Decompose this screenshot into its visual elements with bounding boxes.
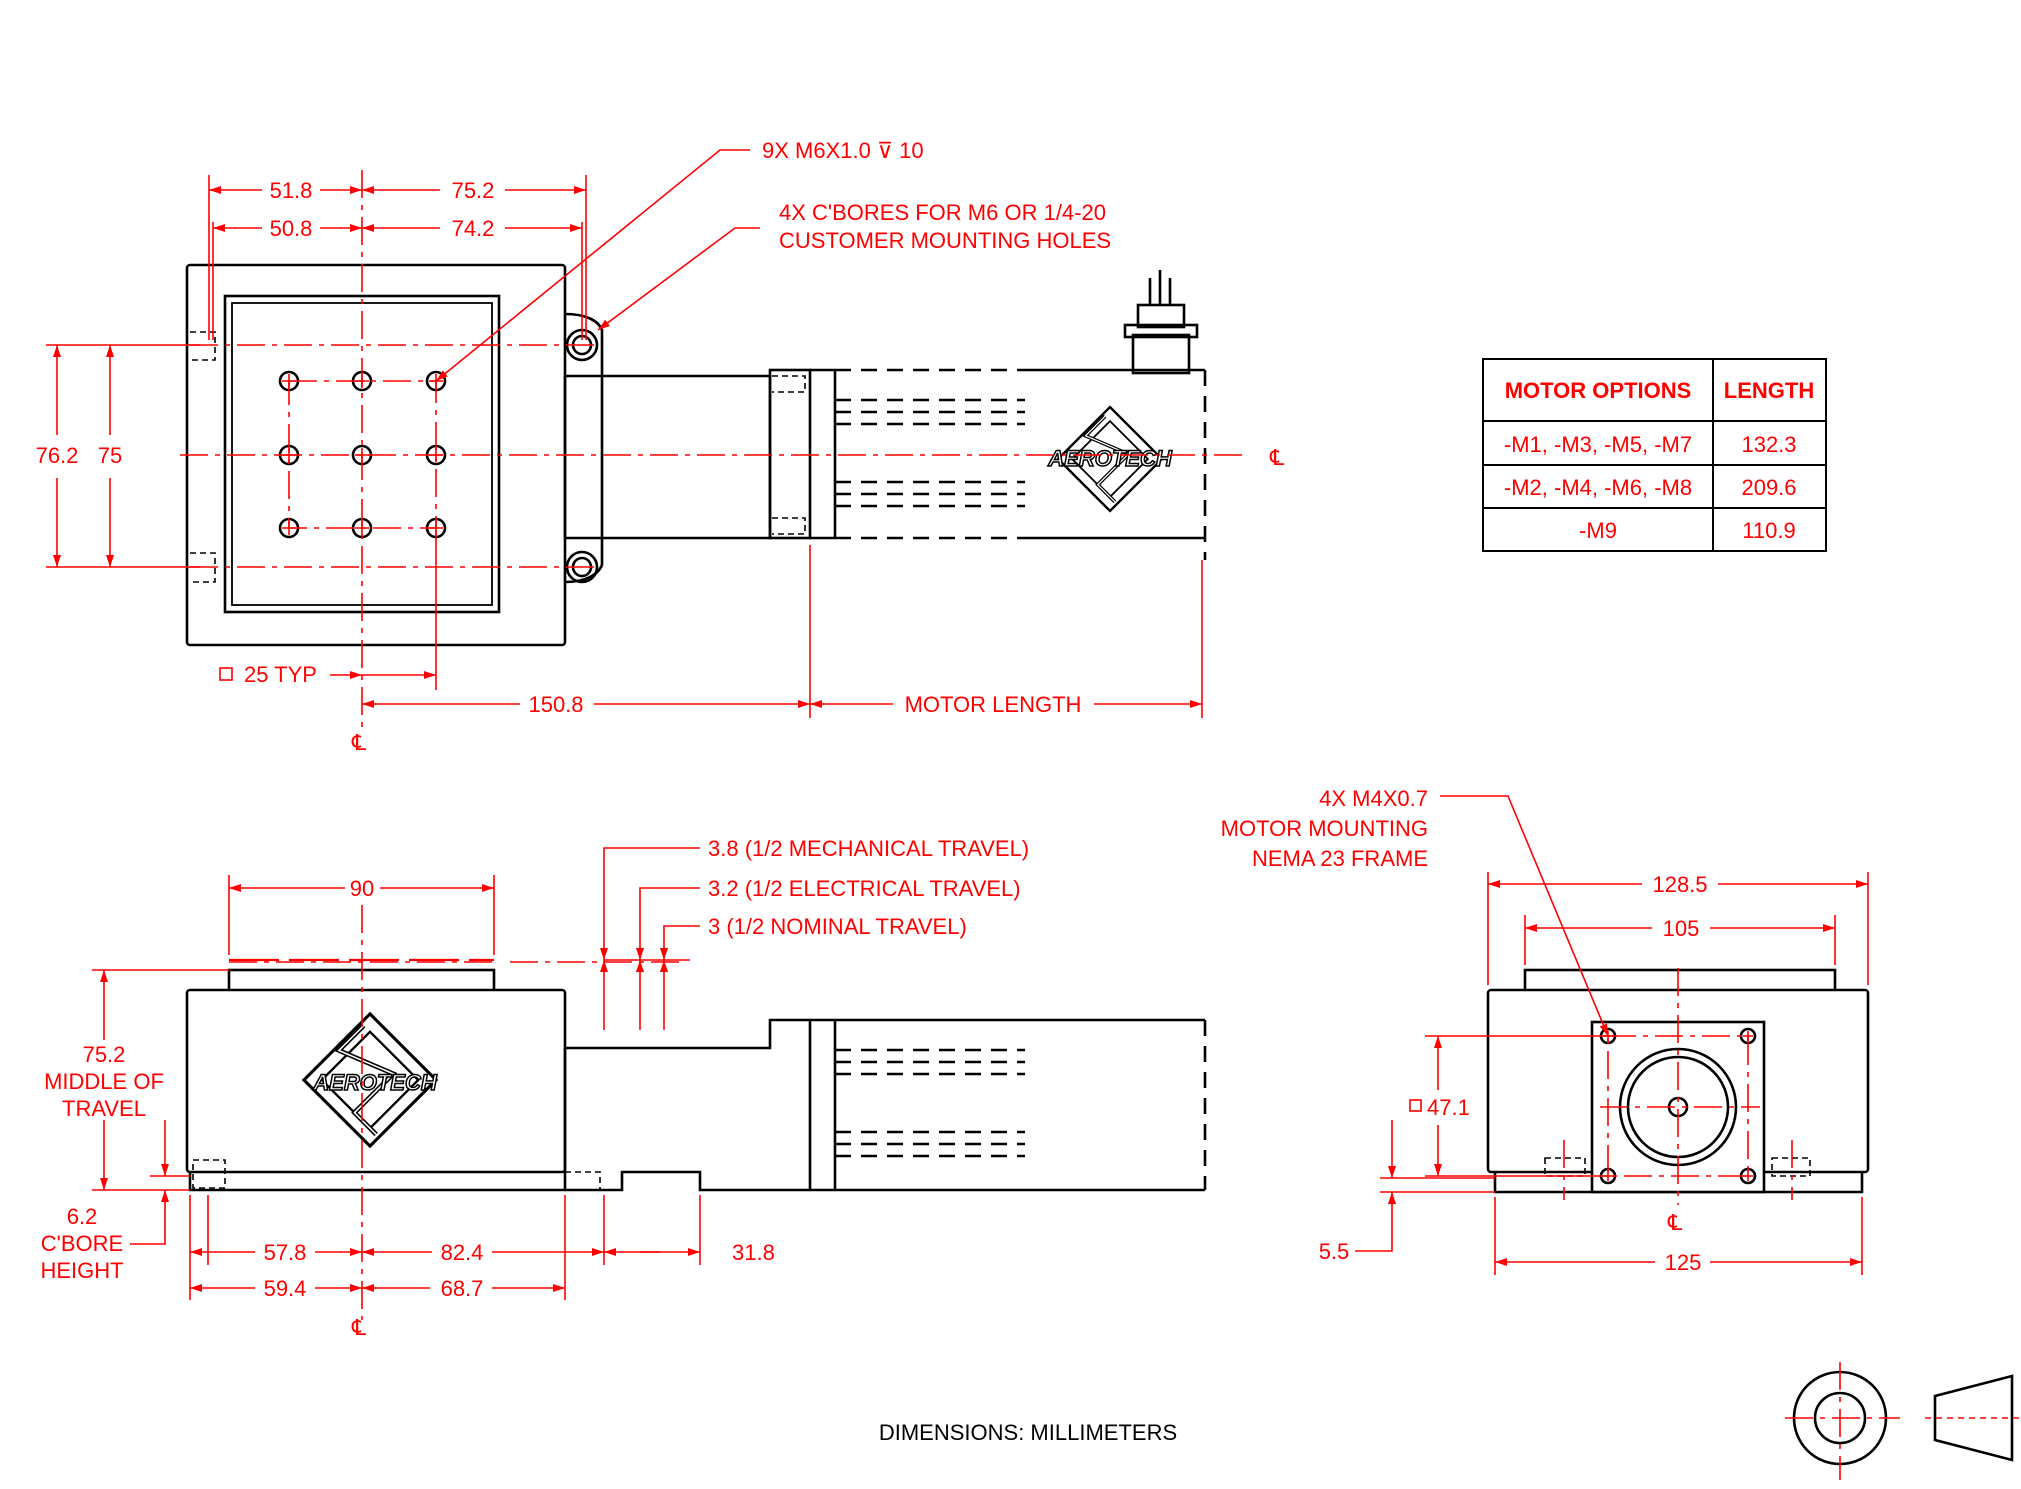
height-value: 75.2 bbox=[83, 1042, 126, 1067]
hidden-screw bbox=[772, 375, 806, 393]
dim-128-5: 128.5 bbox=[1652, 872, 1707, 897]
centerline-symbol: ℄ bbox=[351, 1315, 367, 1340]
top-stage-neck bbox=[565, 374, 772, 540]
motor-options-table: MOTOR OPTIONS LENGTH -M1, -M3, -M5, -M7 … bbox=[1482, 358, 1827, 552]
dim-74-2: 74.2 bbox=[452, 216, 495, 241]
leader-line bbox=[660, 925, 700, 960]
cbore-line3: HEIGHT bbox=[40, 1258, 123, 1283]
table-cell: -M9 bbox=[1579, 518, 1617, 543]
dim-square-25: 25 TYP bbox=[244, 662, 317, 687]
dim-50-8: 50.8 bbox=[270, 216, 313, 241]
hidden-cbore bbox=[190, 331, 216, 361]
square-symbol-icon bbox=[1409, 1099, 1422, 1112]
end-top-table bbox=[1523, 968, 1837, 993]
callout-cbores-line1: 4X C'BORES FOR M6 OR 1/4-20 bbox=[779, 200, 1106, 225]
dim-motor-length: MOTOR LENGTH bbox=[905, 692, 1082, 717]
dim-68-7: 68.7 bbox=[441, 1276, 484, 1301]
end-view: ℄ 4X M4X0.7 MOTOR MOUNTING NEMA 23 FRAME… bbox=[1221, 786, 1870, 1275]
side-view: AEROTECH ℄ 90 3.8 (1/2 MECHANICAL TRAVEL… bbox=[40, 836, 1207, 1340]
table-cell: -M2, -M4, -M6, -M8 bbox=[1504, 475, 1692, 500]
centerline-symbol: ℄ bbox=[1269, 445, 1285, 470]
travel-electrical: 3.2 (1/2 ELECTRICAL TRAVEL) bbox=[708, 876, 1021, 901]
leader-line bbox=[1440, 795, 1609, 1037]
dim-75-2-top: 75.2 bbox=[452, 178, 495, 203]
table-header-length: LENGTH bbox=[1724, 378, 1814, 403]
motor-fins-top bbox=[835, 398, 1025, 508]
table-header-motor-options: MOTOR OPTIONS bbox=[1505, 378, 1692, 403]
side-stage-body bbox=[565, 1018, 812, 1192]
aerotech-logo: AEROTECH bbox=[304, 1014, 439, 1146]
dim-59-4: 59.4 bbox=[264, 1276, 307, 1301]
aerotech-logo: AEROTECH bbox=[1047, 405, 1174, 513]
units-note: DIMENSIONS: MILLIMETERS bbox=[879, 1420, 1177, 1445]
dim-arrow bbox=[130, 1190, 169, 1245]
centerline-symbol: ℄ bbox=[351, 730, 367, 755]
dim-76-2: 76.2 bbox=[36, 443, 79, 468]
svg-text:AEROTECH: AEROTECH bbox=[312, 1070, 438, 1095]
cable-connector bbox=[1123, 270, 1199, 375]
motor-fins-side bbox=[835, 1048, 1025, 1158]
callout-line2: MOTOR MOUNTING bbox=[1221, 816, 1428, 841]
hidden-screw bbox=[772, 517, 806, 535]
dim-150-8: 150.8 bbox=[528, 692, 583, 717]
square-symbol-icon bbox=[219, 667, 233, 681]
table-cell: 132.3 bbox=[1741, 432, 1796, 457]
dim-5-5: 5.5 bbox=[1319, 1239, 1350, 1264]
table-cell: 110.9 bbox=[1742, 518, 1795, 543]
cbore-value: 6.2 bbox=[67, 1204, 98, 1229]
leader-line bbox=[600, 847, 700, 960]
third-angle-projection-icon bbox=[1785, 1362, 2021, 1480]
dim-105: 105 bbox=[1663, 916, 1700, 941]
cbore-line2: C'BORE bbox=[41, 1231, 123, 1256]
hidden-cbore bbox=[190, 552, 216, 583]
height-line2: MIDDLE OF bbox=[44, 1069, 164, 1094]
dim-90: 90 bbox=[350, 876, 374, 901]
dim-82-4: 82.4 bbox=[441, 1240, 484, 1265]
leader-line bbox=[636, 887, 700, 960]
dim-57-8: 57.8 bbox=[264, 1240, 307, 1265]
dim-51-8: 51.8 bbox=[270, 178, 313, 203]
travel-nominal: 3 (1/2 NOMINAL TRAVEL) bbox=[708, 914, 967, 939]
side-base bbox=[188, 1172, 567, 1192]
travel-mechanical: 3.8 (1/2 MECHANICAL TRAVEL) bbox=[708, 836, 1029, 861]
hidden-cbore bbox=[1771, 1157, 1811, 1177]
leader-line bbox=[435, 149, 750, 382]
centerline-symbol: ℄ bbox=[1667, 1210, 1683, 1235]
hidden-cbore bbox=[192, 1159, 226, 1189]
callout-line1: 4X M4X0.7 bbox=[1319, 786, 1428, 811]
top-view: AEROTECH ℄ 51.8 75.2 50.8 74.2 76.2 bbox=[36, 138, 1285, 755]
leader-line bbox=[597, 227, 760, 331]
table-cell: 209.6 bbox=[1741, 475, 1796, 500]
table-cell: -M1, -M3, -M5, -M7 bbox=[1504, 432, 1692, 457]
hidden-cbore bbox=[1544, 1157, 1586, 1177]
callout-holes: 9X M6X1.0 ⊽ 10 bbox=[762, 138, 924, 163]
dim-arrow bbox=[1355, 1192, 1396, 1252]
height-line3: TRAVEL bbox=[62, 1096, 146, 1121]
dim-75: 75 bbox=[98, 443, 122, 468]
dim-31-8: 31.8 bbox=[732, 1240, 775, 1265]
dim-square-47-1: 47.1 bbox=[1427, 1095, 1470, 1120]
svg-text:AEROTECH: AEROTECH bbox=[1047, 446, 1173, 471]
callout-cbores-line2: CUSTOMER MOUNTING HOLES bbox=[779, 228, 1111, 253]
top-motor-flange bbox=[768, 368, 812, 540]
dim-125: 125 bbox=[1665, 1250, 1702, 1275]
hidden-cbore bbox=[565, 1171, 601, 1191]
callout-line3: NEMA 23 FRAME bbox=[1252, 846, 1428, 871]
